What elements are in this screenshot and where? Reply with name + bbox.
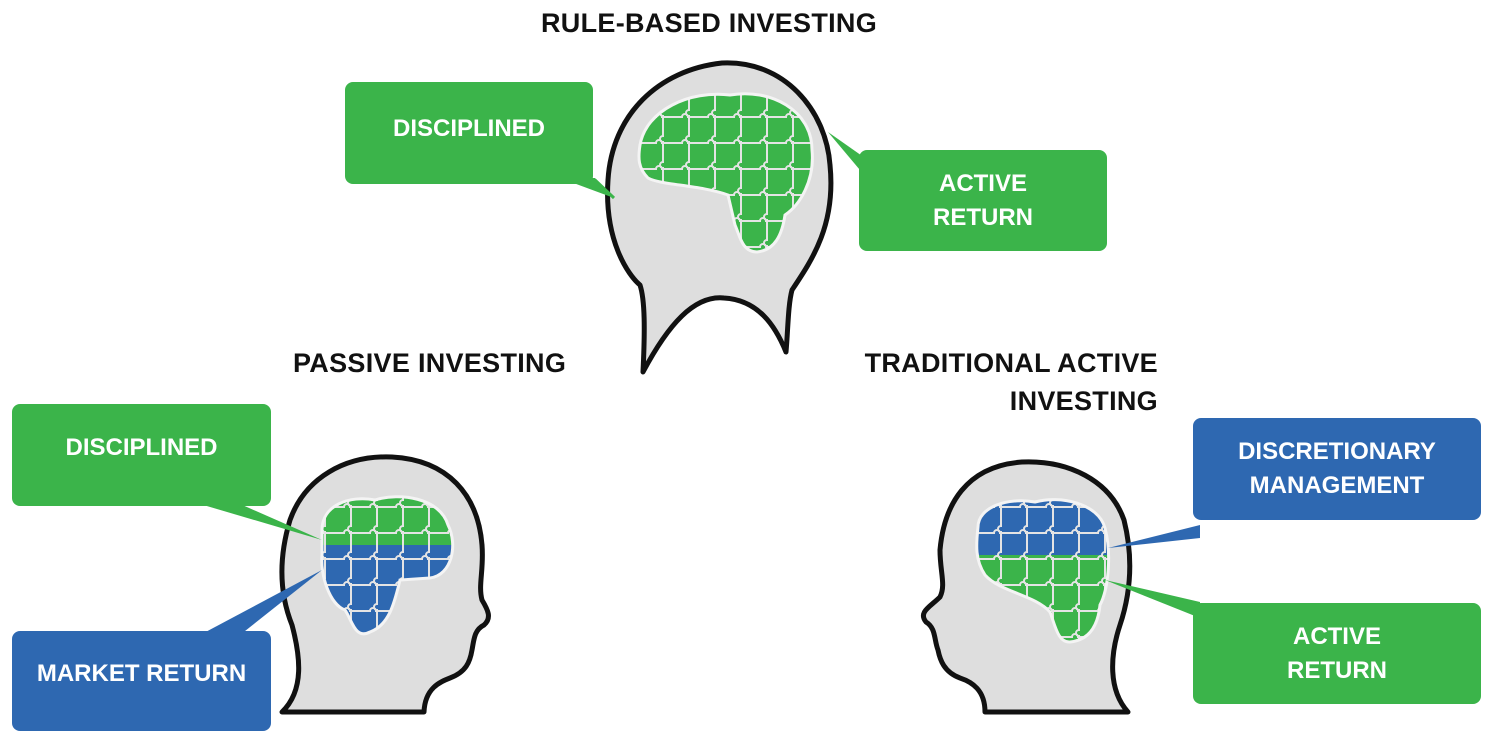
top-brain [637, 92, 814, 254]
top-active-return-box: ACTIVE RETURN [859, 150, 1107, 251]
right-active-label-line1: ACTIVE [1292, 622, 1381, 650]
right-brain-outline [975, 498, 1111, 644]
right-active-label-line2: RETURN [1287, 656, 1387, 684]
passive-investing-heading: PASSIVE INVESTING [293, 348, 567, 378]
traditional-heading-line1: TRADITIONAL ACTIVE [864, 348, 1158, 378]
right-active-tail [1105, 580, 1200, 618]
left-disciplined-label: DISCIPLINED [65, 434, 218, 461]
left-market-return-box: MARKET RETURN [12, 631, 271, 731]
top-active-label-line2: RETURN [933, 203, 1033, 231]
top-active-tail [828, 132, 865, 176]
top-disciplined-label: DISCIPLINED [392, 115, 545, 142]
left-disciplined-tail [200, 504, 322, 540]
right-active-return-box: ACTIVE RETURN [1193, 603, 1481, 704]
traditional-active-investing-heading: TRADITIONAL ACTIVE INVESTING [818, 344, 1158, 420]
traditional-heading-line2: INVESTING [1009, 386, 1158, 416]
top-disciplined-box: DISCIPLINED [345, 82, 593, 184]
right-discretionary-label-line1: DISCRETIONARY [1238, 438, 1436, 465]
left-disciplined-box: DISCIPLINED [12, 404, 271, 506]
right-discretionary-management-box: DISCRETIONARY MANAGEMENT [1193, 418, 1481, 520]
left-brain-outline [320, 495, 455, 636]
right-discretionary-label-line2: MANAGEMENT [1249, 472, 1425, 499]
rule-based-investing-heading: RULE-BASED INVESTING [541, 8, 878, 38]
right-discretionary-tail [1108, 525, 1200, 548]
left-market-return-label: MARKET RETURN [36, 660, 247, 687]
left-market-tail [200, 570, 322, 635]
top-active-label-line1: ACTIVE [938, 169, 1027, 197]
